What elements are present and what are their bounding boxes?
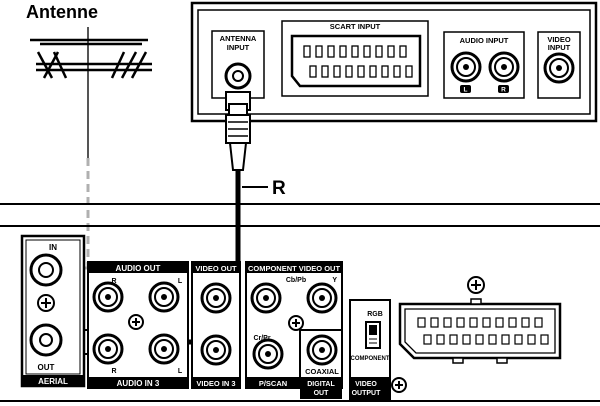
tv-audio-input-label: AUDIO INPUT [460, 36, 509, 45]
tv-audio-input[interactable]: AUDIO INPUT L R [443, 31, 525, 99]
antenna: Antenne [26, 2, 152, 274]
tv-back-panel: ANTENNA INPUT SCART INPUT [190, 1, 598, 123]
video-section: VIDEO OUT VIDEO IN 3 [191, 261, 241, 389]
p-scan-label: P/SCAN [259, 379, 287, 388]
audio-out-l-label: L [178, 278, 183, 285]
tv-scart-input-label: SCART INPUT [330, 22, 381, 31]
digital-out-label-2: OUT [314, 390, 330, 397]
component-y-jack[interactable] [306, 282, 338, 314]
component-cb-jack[interactable] [250, 282, 282, 314]
player-back-panel: IN OUT AERIAL AUDIO OUT R L [20, 234, 562, 400]
tv-antenna-input-label-2: INPUT [227, 43, 250, 52]
tv-video-input-label-1: VIDEO [547, 35, 571, 44]
cable-label: R [272, 178, 286, 199]
player-scart-socket[interactable] [398, 276, 562, 364]
aerial-out-label: OUT [38, 363, 55, 372]
screw-icon [467, 276, 485, 294]
audio-out-l-jack[interactable] [148, 281, 180, 313]
tv-audio-left-badge: L [464, 87, 468, 94]
video-in3-jack[interactable] [200, 334, 232, 366]
audio-section: AUDIO OUT R L R L AUDIO IN 3 [87, 261, 189, 389]
coaxial-label: COAXIAL [305, 367, 339, 376]
video-in3-label: VIDEO IN 3 [196, 379, 235, 388]
audio-in3-label: AUDIO IN 3 [117, 379, 160, 388]
audio-in3-r-label: R [111, 368, 116, 375]
video-out-jack[interactable] [200, 282, 232, 314]
audio-in3-l-jack[interactable] [148, 333, 180, 365]
screw-icon [391, 377, 407, 393]
audio-in3-l-label: L [178, 368, 183, 375]
component-cr-jack[interactable] [252, 338, 284, 370]
audio-in3-r-jack[interactable] [92, 333, 124, 365]
screw-icon [128, 314, 144, 330]
video-out-label: VIDEO OUT [195, 264, 237, 273]
tv-audio-right-badge: R [501, 87, 506, 94]
screw-icon [37, 294, 55, 312]
aerial-out-jack[interactable] [29, 323, 63, 357]
antenna-title: Antenne [26, 2, 98, 22]
component-label: COMPONENT [351, 356, 390, 362]
digital-out-label-1: DIGITAL [307, 381, 335, 388]
tv-scart-input[interactable]: SCART INPUT [281, 20, 429, 97]
component-section: COMPONENT VIDEO OUT Cb/Pb Y Cr/Pr COAXIA… [245, 261, 343, 399]
coaxial-jack[interactable] [306, 334, 338, 366]
tv-antenna-input-label-1: ANTENNA [220, 34, 257, 43]
component-video-out-label: COMPONENT VIDEO OUT [248, 264, 341, 273]
tv-video-input-label-2: INPUT [548, 43, 571, 52]
aerial-in-jack[interactable] [29, 253, 63, 287]
aerial-in-label: IN [49, 243, 57, 252]
audio-out-r-label: R [111, 278, 116, 285]
video-output-label-2: OUTPUT [352, 390, 382, 397]
video-output-section: RGB COMPONENT VIDEO OUTPUT [349, 299, 407, 400]
cr-pr-label: Cr/Pr [253, 335, 270, 342]
tv-antenna-input[interactable]: ANTENNA INPUT [211, 30, 265, 99]
video-output-switch[interactable] [365, 321, 381, 349]
screw-icon [288, 315, 304, 331]
aerial-label: AERIAL [38, 377, 68, 386]
audio-out-r-jack[interactable] [92, 281, 124, 313]
rgb-label: RGB [367, 311, 383, 318]
y-label: Y [332, 277, 337, 284]
cb-pb-label: Cb/Pb [286, 277, 306, 284]
video-output-label-1: VIDEO [355, 381, 377, 388]
aerial-section: IN OUT AERIAL [20, 234, 86, 388]
audio-out-label: AUDIO OUT [116, 264, 161, 273]
tv-video-input[interactable]: VIDEO INPUT [537, 31, 581, 99]
